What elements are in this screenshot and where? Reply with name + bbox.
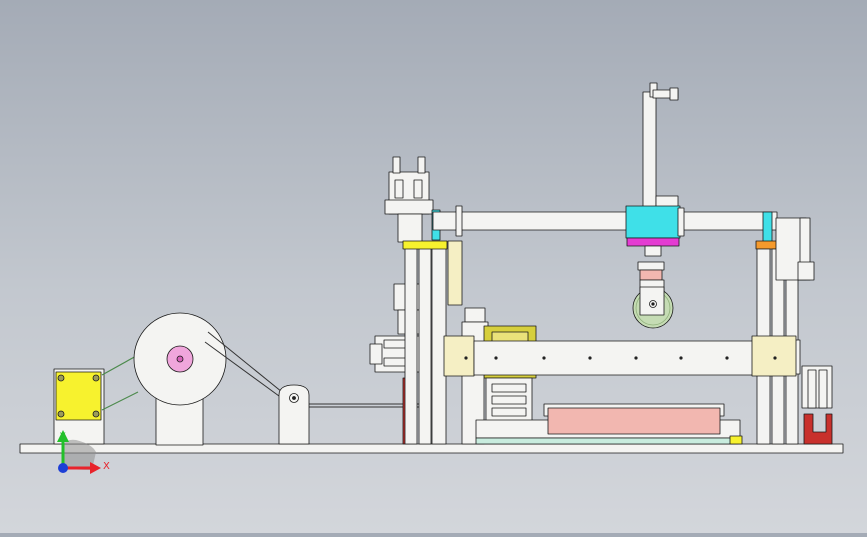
cyan-carriage-block [625,205,681,239]
axis-y-label: Y [59,432,66,442]
right-stop-bracket [803,413,833,445]
slide-table [475,403,743,445]
pressing-wheel-assembly [632,261,674,329]
lift-column [642,82,679,213]
idler-roller [278,384,310,445]
axis-origin [58,463,68,473]
salmon-carriage-plate [547,407,721,435]
left-frame-posts [404,247,447,445]
rail-carriage [625,195,685,257]
drive-belt [101,354,139,411]
left-post-cap [402,240,448,250]
vertical-guide-bar [447,240,463,306]
axis-triad-icon: Y X [57,430,110,474]
tape-reel [133,312,227,446]
base-plate [19,443,844,454]
overhead-rail [432,211,778,231]
right-cyan-pin [762,211,773,243]
magenta-plate [626,237,680,247]
axis-x-label: X [103,461,110,472]
right-cylinder-assembly [775,217,833,409]
pressing-beam [443,335,797,377]
motor-mount-screw-icon [57,374,100,418]
